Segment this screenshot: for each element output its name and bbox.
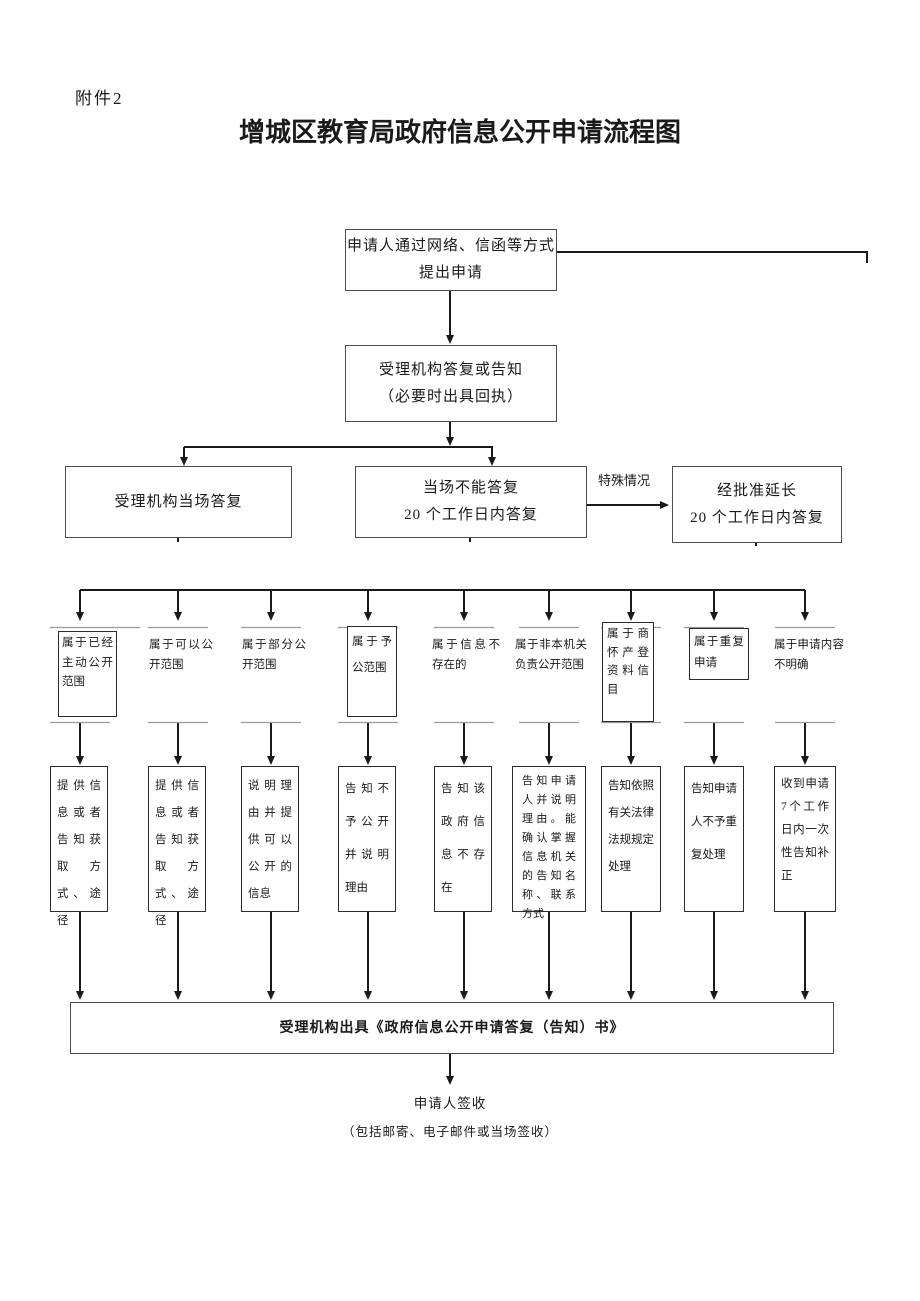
result-box-3: 说明理由并提供可以公开的信息 <box>241 766 299 912</box>
condition-box-9: 属于申请内容不明确 <box>774 639 844 671</box>
condition-box-1: 属于已经主动公开范围 <box>58 631 117 717</box>
attachment-label: 附件2 <box>75 89 124 108</box>
flow-box-reply: 受理机构答复或告知 （必要时出具回执） <box>345 345 557 422</box>
result-box-6: 告知申请人并说明理由。能确认掌握信息机关的告知名称、联系方式 <box>512 766 586 920</box>
condition-box-5: 属于信息不存在的 <box>432 639 500 671</box>
condition-box-2: 属于可以公开范围 <box>149 639 213 671</box>
flow-box-onsite-reply: 受理机构当场答复 <box>65 466 292 538</box>
connector-lines <box>76 251 868 1085</box>
condition-box-4: 属于予公范围 <box>347 626 397 717</box>
result-box-8: 告知申请人不予重复处理 <box>684 766 744 912</box>
result-box-1: 提供信息或者告知获取方式、途径 <box>50 766 108 927</box>
condition-box-6: 属于非本机关负责公开范围 <box>515 639 587 671</box>
sign-label: 申请人签收 <box>413 1096 487 1111</box>
condition-box-8: 属于重复申请 <box>689 628 749 680</box>
flow-box-extended-20-days: 经批准延长 20 个工作日内答复 <box>672 466 842 543</box>
condition-box-7: 属于商怀产登资料信目 <box>602 622 654 722</box>
result-box-7: 告知依照有关法律法规规定处理 <box>601 766 661 912</box>
flow-box-issue-reply: 受理机构出具《政府信息公开申请答复（告知）书》 <box>70 1002 834 1054</box>
result-box-5: 告知该政府信息不存在 <box>434 766 492 912</box>
result-box-2: 提供信息或者告知获取方式、途径 <box>148 766 206 927</box>
flow-box-start: 申请人通过网络、信函等方式 提出申请 <box>345 229 557 291</box>
sign-note: （包括邮寄、电子邮件或当场签收） <box>341 1125 558 1139</box>
special-case-label: 特殊情况 <box>597 473 650 488</box>
page-title: 增城区教育局政府信息公开申请流程图 <box>238 118 681 148</box>
condition-box-3: 属于部分公开范围 <box>242 639 306 671</box>
result-box-9: 收到申请7个工作日内一次性告知补正 <box>774 766 836 912</box>
result-box-4: 告知不予公开并说明理由 <box>338 766 396 912</box>
flow-box-within-20-days: 当场不能答复 20 个工作日内答复 <box>355 466 587 538</box>
